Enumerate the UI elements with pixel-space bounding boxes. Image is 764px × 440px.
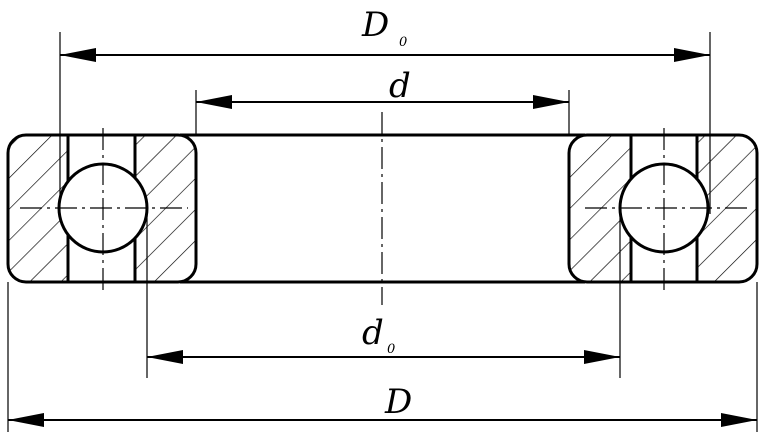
arrowhead-right	[584, 350, 620, 364]
arrowhead-left	[147, 350, 183, 364]
dimension-line-outer	[8, 413, 757, 427]
arrowhead-left	[60, 48, 96, 62]
arrowhead-left	[196, 95, 232, 109]
left-ring-outline	[6, 133, 198, 284]
arrowhead-left	[8, 413, 44, 427]
arrowhead-right	[674, 48, 710, 62]
dimension-line-d0-upper	[60, 48, 710, 62]
label-D-symbol: D	[384, 382, 412, 422]
right-ring-outline	[567, 133, 759, 284]
label-d0-symbol: d	[362, 313, 384, 353]
label-d0-subscript: 0	[387, 342, 395, 357]
arrowhead-right	[533, 95, 569, 109]
dimension-line-bore	[196, 95, 569, 109]
label-D0-subscript: 0	[399, 35, 407, 50]
left-ring-section	[6, 128, 198, 292]
label-bore-d-symbol: d	[389, 66, 411, 106]
arrowhead-right	[721, 413, 757, 427]
dimension-line-inner-raceway	[147, 350, 620, 364]
label-D0-symbol: D	[361, 5, 389, 45]
right-ring-section	[567, 128, 759, 292]
